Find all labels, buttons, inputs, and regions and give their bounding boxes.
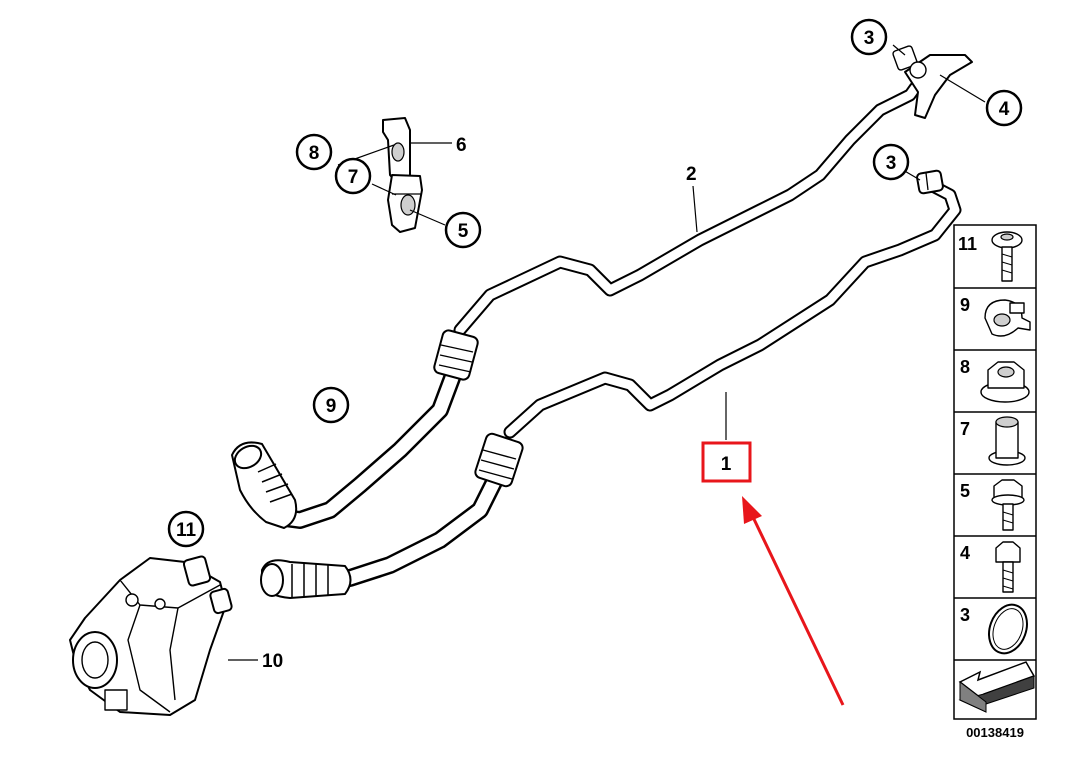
screw-icon xyxy=(991,231,1023,282)
callout-label: 1 xyxy=(721,454,732,475)
callout-label: 5 xyxy=(458,221,469,242)
legend-label-4: 4 xyxy=(960,543,970,563)
next-page-arrow-icon[interactable] xyxy=(958,661,1036,713)
label-2[interactable]: 2 xyxy=(686,164,697,185)
label-10[interactable]: 10 xyxy=(262,651,283,672)
callout-7[interactable]: 7 xyxy=(334,157,372,195)
transmission-cooler-part-10 xyxy=(69,555,233,716)
callout-label: 7 xyxy=(348,167,359,188)
hose-end-9 xyxy=(231,441,298,529)
callout-4[interactable]: 4 xyxy=(985,89,1023,127)
pipe-fitting-upper xyxy=(892,45,973,119)
legend-label-11: 11 xyxy=(958,234,977,254)
highlighted-callout-1[interactable]: 1 xyxy=(701,441,752,483)
flange-bolt-icon xyxy=(991,479,1025,531)
parts-legend: 11 9 8 7 5 4 3 xyxy=(953,224,1037,720)
callout-label: 8 xyxy=(309,143,320,164)
callout-label: 4 xyxy=(999,99,1010,120)
hose-sleeve xyxy=(474,432,524,488)
hex-bolt-icon xyxy=(995,541,1021,593)
red-pointer-arrow xyxy=(742,496,845,706)
callout-3-top[interactable]: 3 xyxy=(850,18,888,56)
callout-5[interactable]: 5 xyxy=(444,211,482,249)
label-6[interactable]: 6 xyxy=(456,135,467,156)
o-ring-icon xyxy=(988,603,1028,655)
legend-label-5: 5 xyxy=(960,481,970,501)
callout-label: 11 xyxy=(176,520,197,541)
callout-8[interactable]: 8 xyxy=(295,133,333,171)
pipe-2 xyxy=(231,81,922,529)
leader-lines xyxy=(228,44,986,661)
legend-label-8: 8 xyxy=(960,357,970,377)
legend-label-7: 7 xyxy=(960,419,970,439)
legend-label-3: 3 xyxy=(960,605,970,625)
callout-label: 3 xyxy=(886,153,897,174)
legend-label-9: 9 xyxy=(960,295,970,315)
pipe-fitting-lower xyxy=(916,169,944,195)
hose-clamp-icon xyxy=(984,299,1031,337)
sleeve-nut-icon xyxy=(988,416,1026,466)
document-number: 00138419 xyxy=(966,725,1024,740)
flange-nut-icon xyxy=(980,361,1030,403)
callout-11[interactable]: 11 xyxy=(167,510,205,548)
callout-9[interactable]: 9 xyxy=(312,386,350,424)
pipe-1 xyxy=(260,175,962,599)
callout-3-mid[interactable]: 3 xyxy=(872,143,910,181)
bracket-assembly xyxy=(382,117,423,233)
callout-label: 3 xyxy=(864,28,875,49)
callout-label: 9 xyxy=(326,396,337,417)
hose-end-lower xyxy=(260,559,352,599)
hose-sleeve xyxy=(433,329,479,381)
